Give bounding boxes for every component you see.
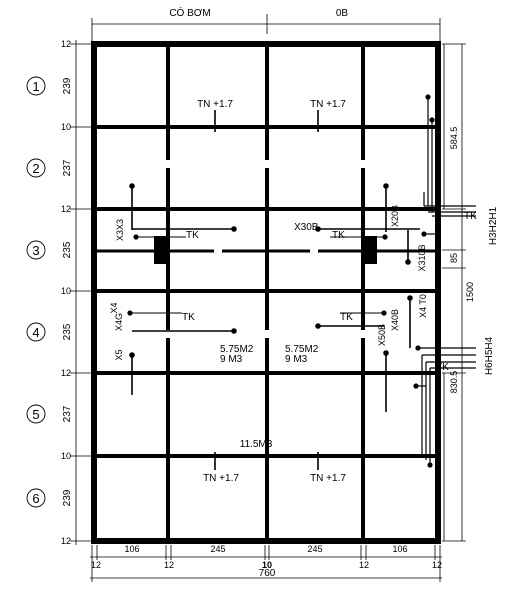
label-tk-riser-lower: TK: [436, 362, 449, 373]
label-tk-upper-right: TK: [332, 230, 345, 241]
top-dimension-line: [91, 14, 441, 42]
row-marker-5: 5: [32, 407, 39, 422]
label-x310b: X310B: [417, 244, 427, 271]
label-vol-left: 9 M3: [220, 354, 243, 365]
top-label-right: 0B: [336, 8, 349, 19]
label-tk-lower-left: TK: [182, 312, 195, 323]
top-label-left: CÓ BƠM: [169, 6, 210, 19]
left-dim-1: 10: [61, 122, 71, 132]
bottom-dim-d: 245: [210, 544, 225, 554]
row-dim-5: 237: [62, 405, 73, 422]
bottom-dim-total: 760: [259, 568, 276, 579]
tn-label-top-right: TN +1.7: [310, 99, 346, 110]
bottom-dim-h: 106: [392, 544, 407, 554]
tn-label-bot-left: TN +1.7: [203, 473, 239, 484]
label-vol-right: 9 M3: [285, 354, 308, 365]
left-dim-6: 12: [61, 536, 71, 546]
row-markers: 1 2 3 4 5 6: [26, 76, 46, 508]
bottom-dimension-line: [90, 545, 442, 582]
label-x50b: X50B: [377, 324, 387, 346]
label-tk-riser-upper: TK: [464, 211, 477, 222]
label-x4t0: X4 T0: [418, 294, 428, 318]
left-dim-5: 10: [61, 451, 71, 461]
riser-group-upper: [421, 94, 476, 237]
bottom-dim-f: 245: [307, 544, 322, 554]
row-dim-6: 239: [62, 489, 73, 506]
right-dimension-lines: [442, 43, 466, 542]
label-x4g: X4G: [114, 313, 124, 331]
row-dim-2: 237: [62, 159, 73, 176]
label-x4: X4: [109, 302, 119, 313]
bottom-dim-i: 12: [432, 560, 442, 570]
bottom-dim-e: 10: [262, 560, 272, 570]
label-x20b: X20B: [390, 205, 400, 227]
row-dim-4: 235: [62, 323, 73, 340]
tn-label-top-left: TN +1.7: [197, 99, 233, 110]
right-dim-upper: 584.5: [449, 127, 459, 150]
sensor-lines-upper: [129, 183, 420, 265]
label-h3h2h1: H3H2H1: [488, 206, 499, 245]
bottom-dim-c: 12: [164, 560, 174, 570]
left-dim-0: 12: [61, 39, 71, 49]
label-x40b: X40B: [390, 309, 400, 331]
right-dim-small: 85: [449, 253, 459, 263]
right-dim-total: 1500: [465, 282, 475, 302]
label-tk-lower-right: TK: [340, 312, 353, 323]
tn-markers: [214, 110, 319, 470]
row-dim-1: 239: [62, 77, 73, 94]
left-dim-3: 10: [61, 286, 71, 296]
label-x30b: X30B: [294, 222, 319, 233]
label-center-volume: 11.5M3: [240, 439, 273, 450]
right-dim-lower: 830.5: [449, 371, 459, 394]
tn-label-bot-right: TN +1.7: [310, 473, 346, 484]
sensor-lines-lower: [127, 295, 413, 412]
label-area-right: 5.75M2: [285, 344, 319, 355]
row-dim-3: 235: [62, 241, 73, 258]
row-marker-1: 1: [32, 79, 39, 94]
left-dim-2: 12: [61, 204, 71, 214]
label-tk-upper-left: TK: [186, 230, 199, 241]
left-dimension-line: [70, 40, 92, 545]
label-x3x3: X3X3: [115, 219, 125, 241]
label-h6h5h4: H6H5H4: [484, 336, 495, 375]
row-marker-3: 3: [32, 243, 39, 258]
row-marker-6: 6: [32, 491, 39, 506]
left-dim-4: 12: [61, 368, 71, 378]
label-area-left: 5.75M2: [220, 344, 254, 355]
row-marker-2: 2: [32, 161, 39, 176]
pump-block-right: [363, 236, 377, 264]
bottom-dim-a: 12: [91, 560, 101, 570]
row-marker-4: 4: [32, 325, 39, 340]
bottom-dim-g: 12: [359, 560, 369, 570]
bottom-dim-b: 106: [124, 544, 139, 554]
pump-block-left: [154, 236, 168, 264]
riser-group-lower: [413, 345, 476, 468]
label-x5: X5: [114, 349, 124, 360]
